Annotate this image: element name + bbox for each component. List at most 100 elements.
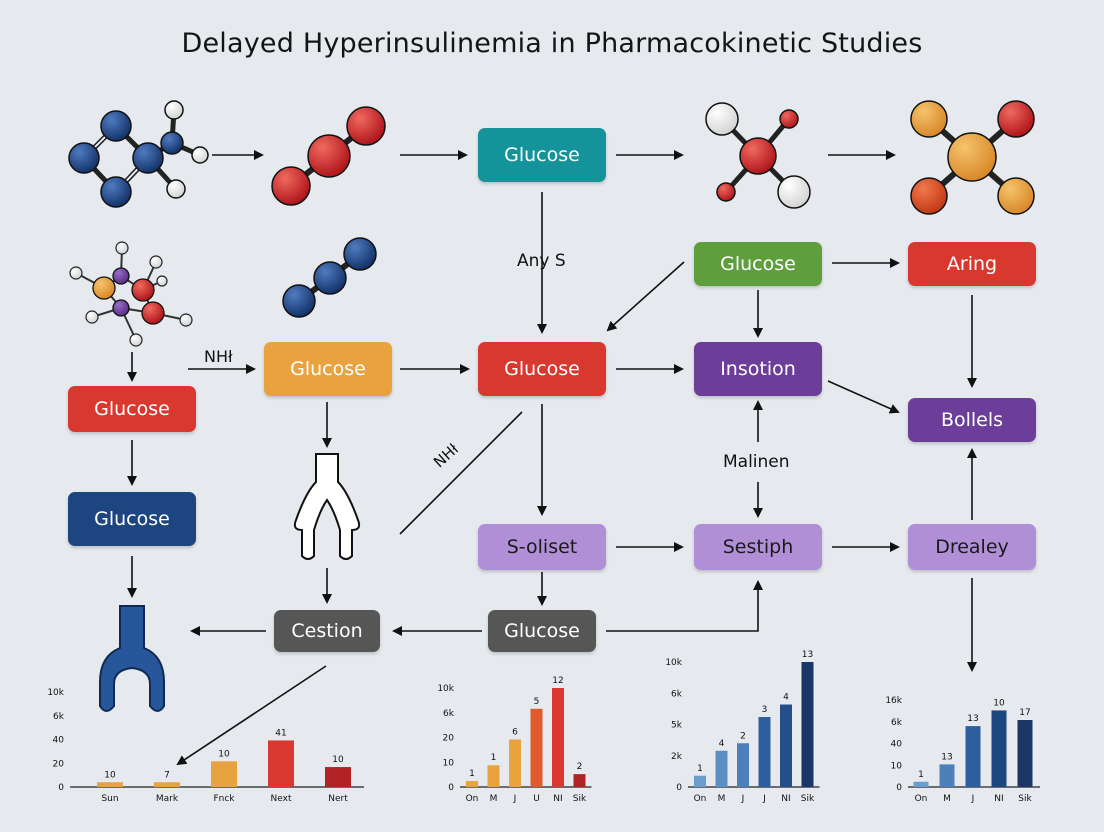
bar-value-label: 4: [719, 739, 725, 749]
y-tick-label: 20: [443, 734, 455, 744]
x-tick-label: M: [718, 794, 726, 804]
node-label: S-oliset: [506, 536, 578, 558]
bar: [530, 708, 543, 787]
x-tick-label: U: [533, 794, 540, 804]
node-glucose-teal[interactable]: Glucose: [478, 128, 606, 182]
node-glucose-orange[interactable]: Glucose: [264, 342, 392, 396]
clamp-outline-icon: [293, 453, 361, 560]
bar-value-label: 10: [104, 770, 116, 780]
bar: [487, 765, 500, 787]
x-tick-label: M: [490, 794, 498, 804]
node-glucose-green[interactable]: Glucose: [694, 242, 822, 286]
node-label: Glucose: [94, 398, 170, 420]
x-tick-label: Fnck: [213, 794, 235, 804]
x-tick-label: On: [694, 794, 707, 804]
bar-value-label: 17: [1019, 708, 1030, 718]
node-label: Sestiph: [722, 536, 794, 558]
x-tick-label: NI: [994, 794, 1003, 804]
node-glucose-navy[interactable]: Glucose: [68, 492, 196, 546]
bar: [991, 710, 1007, 787]
node-glucose-red-center[interactable]: Glucose: [478, 342, 606, 396]
flow-arrows: [127, 150, 977, 766]
molecule-orange-cross: [910, 100, 1035, 215]
y-tick-label: 6k: [443, 709, 455, 719]
arrow-glucose-green-to-glucose-red: [606, 261, 685, 332]
arrow-glucose-gray-to-sestiph: [606, 580, 763, 632]
bar-value-label: 1: [918, 770, 924, 780]
bar: [965, 726, 981, 787]
diagram-title: Delayed Hyperinsulinemia in Pharmacokine…: [181, 28, 923, 59]
x-tick-label: NI: [553, 794, 562, 804]
node-aring[interactable]: Aring: [908, 242, 1036, 286]
x-tick-label: Sik: [573, 794, 587, 804]
receptor-icon: [99, 605, 165, 712]
bar: [552, 688, 564, 787]
line-glucose-red-diagonal: [399, 411, 523, 535]
x-tick-label: J: [741, 794, 745, 804]
x-tick-label: Mark: [156, 794, 179, 804]
y-tick-label: 6k: [671, 689, 683, 699]
node-insotion[interactable]: Insotion: [694, 342, 822, 396]
node-glucose-red-left[interactable]: Glucose: [68, 386, 196, 432]
bar: [737, 743, 749, 787]
y-tick-label: 5k: [671, 721, 683, 731]
bar: [573, 774, 586, 787]
node-label: Glucose: [290, 358, 366, 380]
molecule-navy-chain: [282, 237, 377, 318]
bar: [801, 662, 814, 787]
bar-value-label: 5: [534, 697, 540, 707]
y-tick-label: 16k: [885, 696, 902, 706]
x-tick-label: Sun: [101, 794, 118, 804]
bar: [939, 764, 955, 787]
bar-value-label: 1: [697, 764, 703, 774]
bar: [694, 775, 706, 787]
bar-value-label: 1: [491, 753, 497, 763]
y-tick-label: 0: [676, 783, 682, 793]
bar-value-label: 13: [967, 714, 978, 724]
y-tick-label: 10k: [437, 684, 454, 694]
molecule-red-white: [705, 102, 811, 209]
y-tick-label: 10: [443, 758, 455, 768]
y-tick-label: 0: [58, 783, 64, 793]
bar-value-label: 41: [275, 728, 286, 738]
bar: [509, 739, 521, 787]
bar-value-label: 10: [218, 749, 230, 759]
x-tick-label: J: [513, 794, 517, 804]
y-tick-label: 40: [53, 736, 65, 746]
node-cestion[interactable]: Cestion: [274, 610, 380, 652]
bar: [780, 704, 792, 787]
node-label: Drealey: [935, 536, 1009, 558]
x-tick-label: Sik: [801, 794, 815, 804]
node-label: Insotion: [720, 358, 796, 380]
bar-value-label: 2: [740, 731, 746, 741]
node-label: Bollels: [940, 409, 1004, 431]
y-tick-label: 40: [891, 740, 903, 750]
node-sestiph[interactable]: Sestiph: [694, 524, 822, 570]
node-label: Glucose: [504, 358, 580, 380]
x-tick-label: Sik: [1018, 794, 1032, 804]
y-tick-label: 6k: [53, 712, 65, 722]
bar-value-label: 3: [762, 705, 768, 715]
node-bollels[interactable]: Bollels: [908, 398, 1036, 442]
x-tick-label: On: [466, 794, 479, 804]
arrow-insotion-to-bollels: [827, 380, 900, 414]
molecule-navy-ring: [68, 100, 209, 208]
bar: [268, 740, 294, 787]
node-label: Aring: [946, 253, 998, 275]
x-tick-label: J: [762, 794, 766, 804]
bar: [211, 761, 237, 787]
bar-value-label: 12: [552, 676, 563, 686]
bar: [325, 767, 351, 787]
node-drealey[interactable]: Drealey: [908, 524, 1036, 570]
bar: [466, 781, 478, 787]
node-s-oliset[interactable]: S-oliset: [478, 524, 606, 570]
bar-value-label: 7: [164, 770, 170, 780]
x-tick-label: J: [971, 794, 975, 804]
node-label: Cestion: [291, 620, 363, 642]
y-tick-label: 0: [448, 783, 454, 793]
node-glucose-gray[interactable]: Glucose: [488, 610, 596, 652]
